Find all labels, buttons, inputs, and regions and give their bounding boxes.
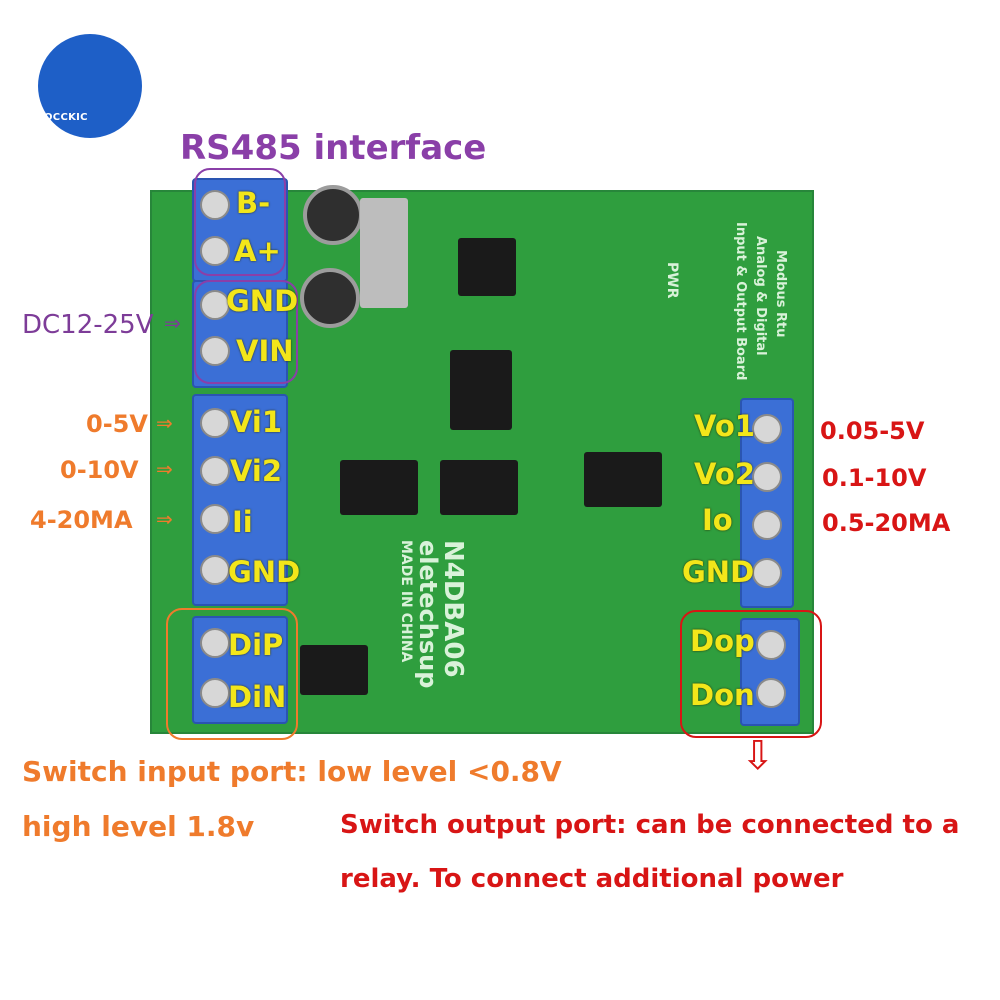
ic-chip <box>300 645 368 695</box>
switch-input-note-line2: high level 1.8v <box>22 810 255 843</box>
terminal-label-b-minus: B- <box>236 186 271 220</box>
terminal-label-don: Don <box>690 678 755 712</box>
screw-icon <box>200 555 230 585</box>
arrow-right-icon: ⇒ <box>156 457 173 481</box>
terminal-label-vo2: Vo2 <box>694 457 755 491</box>
screw-icon <box>200 190 230 220</box>
board-desc-line2: Analog & Digital <box>753 236 768 356</box>
screw-icon <box>752 558 782 588</box>
screw-icon <box>752 462 782 492</box>
screw-icon <box>200 336 230 366</box>
switch-output-note-line2: relay. To connect additional power <box>340 864 844 894</box>
board-desc-line1: Modbus Rtu <box>773 250 788 338</box>
screw-icon <box>200 678 230 708</box>
screw-icon <box>200 408 230 438</box>
ii-range-label: 4-20MA <box>30 506 133 534</box>
terminal-label-gnd-right: GND <box>682 555 755 589</box>
brand-logo-text: OCCKIC <box>44 112 88 123</box>
screw-icon <box>200 628 230 658</box>
board-desc-line3: Input & Output Board <box>733 222 748 381</box>
io-range-label: 0.5-20MA <box>822 509 951 537</box>
terminal-label-vi1: Vi1 <box>230 405 283 439</box>
voltage-regulator <box>360 198 408 308</box>
screw-icon <box>752 414 782 444</box>
output-highlight-box <box>680 610 822 738</box>
screw-icon <box>200 236 230 266</box>
screw-icon <box>200 504 230 534</box>
arrow-right-icon: ⇒ <box>156 507 173 531</box>
vi2-range-label: 0-10V <box>60 456 139 484</box>
terminal-label-vo1: Vo1 <box>694 409 755 443</box>
terminal-label-gnd-top: GND <box>226 284 299 318</box>
ic-chip <box>340 460 418 515</box>
terminal-label-dop: Dop <box>690 624 755 658</box>
screw-icon <box>756 678 786 708</box>
rs485-highlight-box <box>194 168 286 276</box>
terminal-label-io: Io <box>702 503 733 537</box>
arrow-right-icon: ⇒ <box>156 411 173 435</box>
switch-input-note-line1: Switch input port: low level <0.8V <box>22 755 562 788</box>
capacitor <box>300 268 360 328</box>
terminal-label-vin: VIN <box>236 334 294 368</box>
board-origin-text: MADE IN CHINA <box>398 540 414 663</box>
ic-chip <box>458 238 516 296</box>
ic-chip <box>584 452 662 507</box>
terminal-label-ii: Ii <box>232 505 253 539</box>
arrow-right-icon: ⇒ <box>164 311 181 335</box>
board-vendor-text: eletechsup <box>414 540 442 689</box>
board-pwr-text: PWR <box>664 262 680 299</box>
dc-voltage-label: DC12-25V <box>22 310 154 340</box>
vi1-range-label: 0-5V <box>86 410 148 438</box>
vo2-range-label: 0.1-10V <box>822 464 927 492</box>
arrow-down-icon: ⇩ <box>741 733 775 779</box>
terminal-label-vi2: Vi2 <box>230 454 283 488</box>
brand-logo <box>38 34 142 138</box>
switch-output-note-line1: Switch output port: can be connected to … <box>340 810 960 840</box>
terminal-label-dip: DiP <box>228 628 284 662</box>
terminal-label-din: DiN <box>228 680 287 714</box>
screw-icon <box>752 510 782 540</box>
vo1-range-label: 0.05-5V <box>820 417 925 445</box>
terminal-label-gnd-mid: GND <box>228 555 301 589</box>
board-model-text: N4DBA06 <box>438 540 468 678</box>
screw-icon <box>200 456 230 486</box>
terminal-label-a-plus: A+ <box>234 234 281 268</box>
screw-icon <box>756 630 786 660</box>
ic-chip <box>440 460 518 515</box>
capacitor <box>303 185 363 245</box>
rs485-interface-label: RS485 interface <box>180 128 487 168</box>
ic-chip <box>450 350 512 430</box>
power-highlight-box <box>194 280 298 384</box>
input-highlight-box <box>166 608 298 740</box>
